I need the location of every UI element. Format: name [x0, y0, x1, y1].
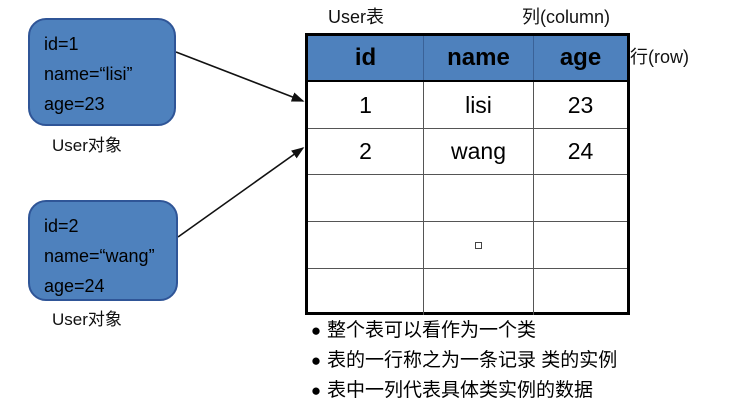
user-object-2-box: id=2 name=“wang” age=24 [28, 200, 178, 301]
arrow-object2-to-row2 [177, 147, 305, 238]
user-object-1-caption: User对象 [52, 136, 122, 155]
cell-name [423, 175, 533, 221]
user-object-1-line-id: id=1 [44, 34, 79, 54]
cell-id [308, 222, 423, 268]
user-object-2-line-age: age=24 [44, 276, 105, 296]
cell-name: lisi [423, 82, 533, 128]
cell-age [533, 175, 627, 221]
list-item-label: 整个表可以看作为一个类 [327, 320, 537, 341]
list-item-label: 表的一行称之为一条记录 类的实例 [327, 350, 618, 371]
user-object-2-line-id: id=2 [44, 216, 79, 236]
list-item-label: 表中一列代表具体类实例的数据 [327, 380, 594, 401]
bullet-dot-icon: ● [310, 321, 322, 340]
cell-name: wang [423, 129, 533, 174]
table-row-empty [308, 174, 627, 221]
cell-age: 23 [533, 82, 627, 128]
user-object-1-line-age: age=23 [44, 94, 105, 114]
list-item: ● 整个表可以看作为一个类 [305, 316, 725, 346]
table-row-empty [308, 268, 627, 315]
header-cell-name: name [423, 36, 533, 80]
cell-age [533, 269, 627, 315]
arrow-object1-to-row1 [175, 51, 305, 102]
table-title: User表 [328, 7, 385, 27]
user-table: id name age 1 lisi 23 2 wang 24 [305, 33, 630, 315]
cell-placeholder-square [475, 241, 482, 249]
table-row: 1 lisi 23 [308, 82, 627, 128]
user-object-2-line-name: name=“wang” [44, 246, 155, 266]
cell-id [308, 269, 423, 315]
cell-name [423, 222, 533, 268]
table-row: 2 wang 24 [308, 128, 627, 174]
cell-id [308, 175, 423, 221]
row-axis-label: 行(row) [630, 47, 689, 67]
user-object-1-box: id=1 name=“lisi” age=23 [28, 18, 176, 126]
user-object-2-caption: User对象 [52, 310, 122, 329]
user-object-1-line-name: name=“lisi” [44, 64, 133, 84]
table-row-empty [308, 221, 627, 268]
bullet-dot-icon: ● [310, 351, 322, 370]
bullet-dot-icon: ● [310, 381, 322, 400]
cell-id: 1 [359, 91, 372, 118]
list-item: ● 表的一行称之为一条记录 类的实例 [305, 346, 725, 376]
header-cell-age: age [533, 36, 627, 80]
header-cell-id: id [308, 36, 423, 80]
list-item: ● 表中一列代表具体类实例的数据 [305, 376, 725, 406]
column-axis-label: 列(column) [522, 7, 611, 27]
table-header-row: id name age [308, 36, 627, 82]
cell-age [533, 222, 627, 268]
cell-age: 24 [533, 129, 627, 174]
cell-name [423, 269, 533, 315]
cell-id: 2 [359, 138, 372, 164]
notes-list: ● 整个表可以看作为一个类 ● 表的一行称之为一条记录 类的实例 ● 表中一列代… [305, 316, 725, 406]
